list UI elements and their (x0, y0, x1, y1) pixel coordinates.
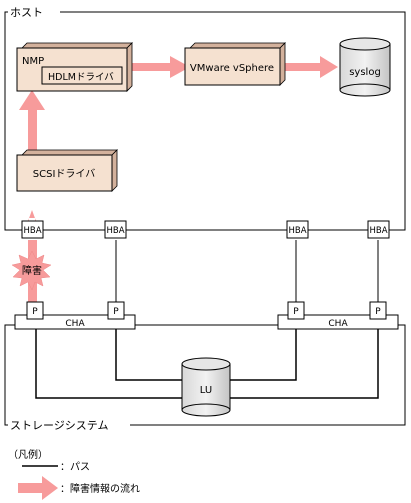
hba-2: HBA (104, 220, 127, 239)
host-frame: ホスト (4, 6, 406, 231)
hba-3: HBA (286, 220, 309, 239)
scsi-driver-box: SCSIドライバ (16, 149, 118, 192)
legend: （凡例） ：パス ：障害情報の流れ (8, 448, 140, 500)
storage-frame: ストレージシステム (4, 324, 406, 432)
hba-4-label: HBA (369, 226, 387, 236)
cha-left-label: CHA (65, 319, 85, 329)
nmp-label: NMP (22, 56, 44, 67)
arrow-scsi-to-nmp (19, 90, 45, 150)
port-1: P (26, 301, 44, 320)
cha-right: CHA (277, 314, 399, 330)
scsi-driver-label: SCSIドライバ (33, 168, 95, 180)
fault-label: 障害 (22, 264, 42, 277)
hba-3-label: HBA (288, 226, 306, 236)
port-1-label: P (32, 307, 38, 317)
hdlm-driver-box (41, 66, 123, 85)
syslog-cylinder: syslog (339, 37, 391, 97)
host-label: ホスト (10, 6, 43, 19)
port-2: P (107, 301, 125, 320)
hba-1-label: HBA (23, 226, 41, 236)
lu-label: LU (200, 385, 212, 396)
port-4: P (369, 301, 387, 320)
legend-path-label: ：パス (60, 461, 90, 473)
legend-fault-label: ：障害情報の流れ (60, 482, 140, 495)
storage-label: ストレージシステム (10, 419, 108, 432)
fault-burst: 障害 (11, 250, 52, 291)
hba-4: HBA (367, 220, 390, 239)
port-3: P (287, 301, 305, 320)
legend-title: （凡例） (8, 448, 48, 461)
hdlm-driver-label: HDLMドライバ (48, 72, 114, 83)
arrow-nmp-to-vmware (130, 56, 190, 78)
nmp-box: NMP HDLMドライバ (16, 42, 133, 92)
port-3-label: P (293, 307, 299, 317)
lu-cylinder: LU (181, 357, 231, 417)
vmware-label: VMware vSphere (190, 63, 274, 74)
hba-2-label: HBA (106, 226, 124, 236)
vmware-box: VMware vSphere (184, 42, 286, 86)
cha-left: CHA (14, 314, 136, 330)
path-lines (35, 229, 379, 399)
hba-1: HBA (21, 220, 44, 239)
syslog-label: syslog (349, 67, 381, 78)
legend-fault-arrow (18, 476, 58, 500)
arrow-vmware-to-syslog (282, 56, 338, 78)
port-2-label: P (113, 307, 119, 317)
cha-right-label: CHA (328, 319, 348, 329)
port-4-label: P (375, 307, 381, 317)
